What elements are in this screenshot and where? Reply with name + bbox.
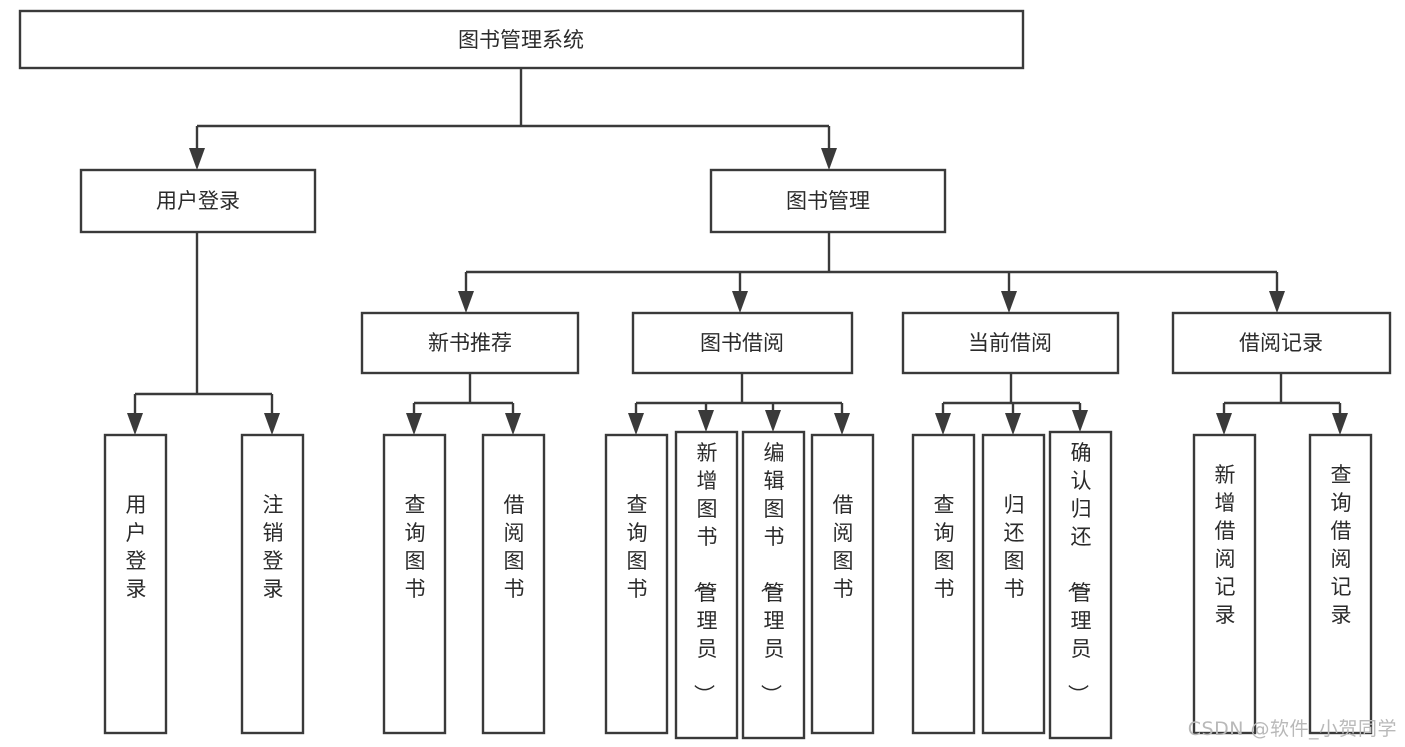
node-leaf-logout-login-label: 注销登录 [263,493,284,601]
connector-group-book-manage [458,232,1285,313]
connector-group-current-borrow [935,373,1088,435]
arrow-head-leaf-query-book-3 [935,413,951,435]
node-leaf-query-book-2-box[interactable] [604,433,669,735]
arrow-head-leaf-borrow-book-2 [834,413,850,435]
node-leaf-confirm-return[interactable]: 确认归还（管理员） [1048,430,1113,740]
node-leaf-edit-book[interactable]: 编辑图书（管理员） [741,430,806,740]
node-leaf-query-book-3[interactable]: 查询图书 [911,433,976,735]
node-borrow-record-label: 借阅记录 [1239,331,1323,355]
node-book-borrow-box[interactable] [631,311,854,375]
node-leaf-borrow-book-1-box[interactable] [481,433,546,735]
node-leaf-logout-login-box[interactable] [240,433,305,735]
arrow-head-leaf-add-book [698,410,714,432]
arrow-head-user-login [189,148,205,170]
node-leaf-user-login-box[interactable] [103,433,168,735]
node-leaf-query-book-2[interactable]: 查询图书 [604,433,669,735]
node-current-borrow-box[interactable] [901,311,1120,375]
node-book-manage[interactable]: 图书管理 [709,168,947,234]
arrow-head-leaf-query-book-2 [628,413,644,435]
arrow-head-leaf-logout-login [264,413,280,435]
node-leaf-query-book-1-box[interactable] [382,433,447,735]
arrow-head-book-borrow [732,291,748,313]
node-book-manage-box[interactable] [709,168,947,234]
connector-group-user-login [127,232,280,435]
arrow-head-leaf-borrow-book-1 [505,413,521,435]
connector-group-root [189,68,837,170]
node-root-label: 图书管理系统 [458,28,584,52]
node-new-book-recommend-box[interactable] [360,311,580,375]
arrow-head-leaf-query-book-1 [406,413,422,435]
csdn-watermark: CSDN @软件_小贺同学 [1187,718,1397,740]
arrow-head-book-manage [821,148,837,170]
node-leaf-user-login-label: 用户登录 [126,493,147,601]
node-leaf-query-record-box[interactable] [1308,433,1373,735]
node-leaf-add-record[interactable]: 新增借阅记录 [1192,433,1257,735]
node-current-borrow-label: 当前借阅 [968,331,1052,355]
connector-group-borrow-record [1216,373,1348,435]
node-leaf-logout-login[interactable]: 注销登录 [240,433,305,735]
node-user-login[interactable]: 用户登录 [79,168,317,234]
node-leaf-query-book-2-label: 查询图书 [627,493,648,601]
arrow-head-leaf-edit-book [765,410,781,432]
node-user-login-label: 用户登录 [156,189,240,213]
node-borrow-record-box[interactable] [1171,311,1392,375]
node-leaf-return-book-box[interactable] [981,433,1046,735]
arrow-head-leaf-add-record [1216,413,1232,435]
node-user-login-box[interactable] [79,168,317,234]
node-leaf-borrow-book-1[interactable]: 借阅图书 [481,433,546,735]
node-leaf-query-book-1[interactable]: 查询图书 [382,433,447,735]
arrow-head-new-book-recommend [458,291,474,313]
arrow-head-leaf-return-book [1005,413,1021,435]
node-leaf-confirm-return-label: 确认归还（管理员） [1066,441,1092,705]
node-leaf-add-book[interactable]: 新增图书（管理员） [674,430,739,740]
node-borrow-record[interactable]: 借阅记录 [1171,311,1392,375]
node-book-manage-label: 图书管理 [786,189,870,213]
node-root-box[interactable] [18,9,1025,70]
node-new-book-recommend-label: 新书推荐 [428,331,512,355]
node-leaf-add-book-label: 新增图书（管理员） [692,441,718,705]
connector-group-new-book-recommend [406,373,521,435]
arrow-head-borrow-record [1269,291,1285,313]
node-leaf-return-book-label: 归还图书 [1004,493,1025,601]
node-leaf-query-book-1-label: 查询图书 [405,493,426,601]
node-leaf-query-record-label: 查询借阅记录 [1331,463,1352,627]
node-book-borrow[interactable]: 图书借阅 [631,311,854,375]
node-leaf-confirm-return-box[interactable] [1048,430,1113,740]
node-new-book-recommend[interactable]: 新书推荐 [360,311,580,375]
node-leaf-add-record-box[interactable] [1192,433,1257,735]
arrow-head-leaf-query-record [1332,413,1348,435]
node-leaf-edit-book-box[interactable] [741,430,806,740]
node-leaf-query-record[interactable]: 查询借阅记录 [1308,433,1373,735]
node-book-borrow-label: 图书借阅 [700,331,784,355]
node-leaf-borrow-book-2-box[interactable] [810,433,875,735]
node-leaf-borrow-book-2[interactable]: 借阅图书 [810,433,875,735]
node-leaf-borrow-book-2-label: 借阅图书 [833,493,854,601]
node-leaf-borrow-book-1-label: 借阅图书 [504,493,525,601]
arrow-head-current-borrow [1001,291,1017,313]
node-leaf-add-record-label: 新增借阅记录 [1215,463,1236,627]
node-root-图书管理系统[interactable]: 图书管理系统 [18,9,1025,70]
node-leaf-query-book-3-label: 查询图书 [934,493,955,601]
node-leaf-query-book-3-box[interactable] [911,433,976,735]
node-current-borrow[interactable]: 当前借阅 [901,311,1120,375]
node-leaf-edit-book-label: 编辑图书（管理员） [759,441,785,705]
arrow-head-leaf-user-login [127,413,143,435]
connector-group-book-borrow [628,373,850,435]
arrow-head-leaf-confirm-return [1072,410,1088,432]
node-leaf-add-book-box[interactable] [674,430,739,740]
node-leaf-user-login[interactable]: 用户登录 [103,433,168,735]
node-leaf-return-book[interactable]: 归还图书 [981,433,1046,735]
